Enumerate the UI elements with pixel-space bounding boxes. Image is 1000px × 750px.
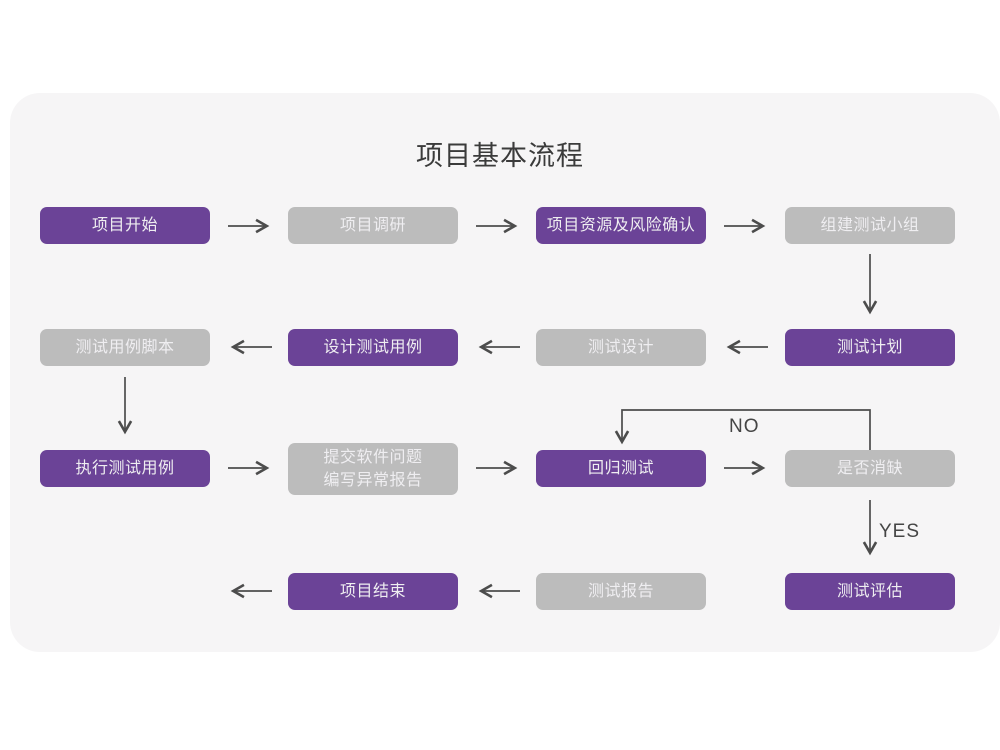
node-test-design: 测试设计	[536, 329, 706, 366]
no-edge-label: NO	[729, 416, 760, 437]
node-design-test-cases: 设计测试用例	[288, 329, 458, 366]
node-test-case-script: 测试用例脚本	[40, 329, 210, 366]
node-resources-risk: 项目资源及风险确认	[536, 207, 706, 244]
node-project-end: 项目结束	[288, 573, 458, 610]
node-submit-issues: 提交软件问题 编写异常报告	[288, 443, 458, 495]
yes-edge-label: YES	[879, 521, 921, 542]
node-test-plan: 测试计划	[785, 329, 955, 366]
node-execute-test-cases: 执行测试用例	[40, 450, 210, 487]
node-defect-resolved: 是否消缺	[785, 450, 955, 487]
node-test-report: 测试报告	[536, 573, 706, 610]
node-project-research: 项目调研	[288, 207, 458, 244]
node-regression-test: 回归测试	[536, 450, 706, 487]
node-test-evaluation: 测试评估	[785, 573, 955, 610]
flowchart-card	[10, 93, 1000, 652]
page-title: 项目基本流程	[416, 141, 584, 171]
node-project-start: 项目开始	[40, 207, 210, 244]
node-form-test-team: 组建测试小组	[785, 207, 955, 244]
